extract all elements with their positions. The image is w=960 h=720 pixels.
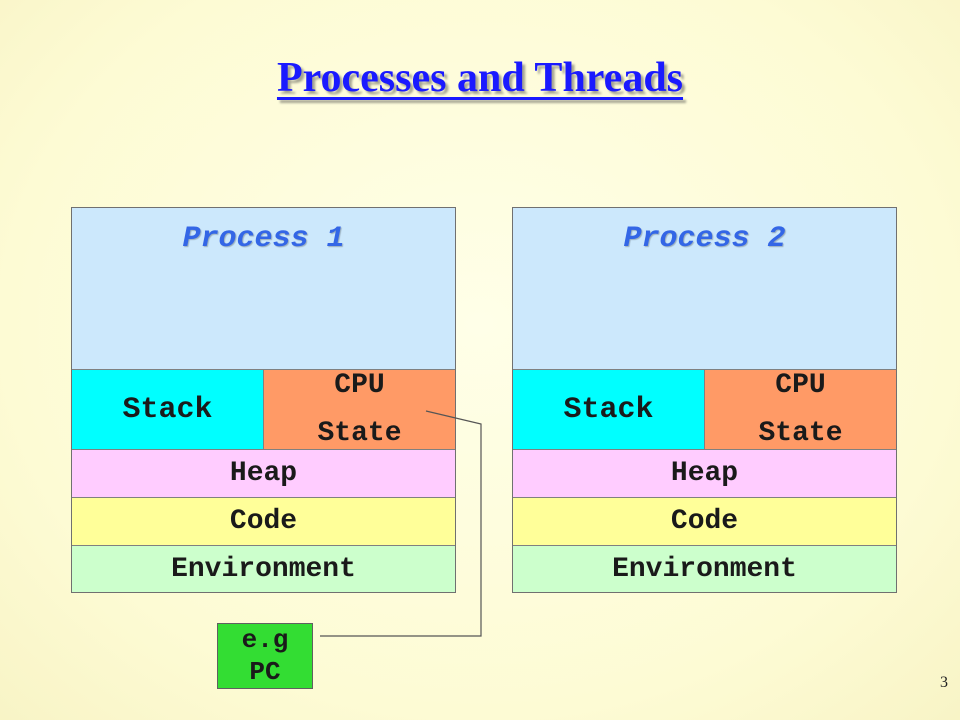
cpu-state-line2: State [758,417,843,449]
environment-segment: Environment [513,545,896,592]
process-2-box: Process 2 Stack CPU State Heap Code Envi… [512,207,897,593]
stack-segment: Stack [72,369,264,449]
stack-segment: Stack [513,369,705,449]
process-1-box: Process 1 Stack CPU State Heap Code Envi… [71,207,456,593]
cpu-state-segment: CPU State [264,369,455,449]
code-segment: Code [72,497,455,545]
page-number: 3 [940,674,948,691]
pc-callout-line1: e.g [241,625,289,655]
heap-segment: Heap [513,449,896,497]
heap-segment: Heap [72,449,455,497]
process-label: Process 1 [182,222,345,256]
slide-title: Processes and Threads [276,55,684,101]
process-label: Process 2 [623,222,786,256]
code-segment: Code [513,497,896,545]
pc-callout-line2: PC [249,657,281,687]
cpu-state-line1: CPU [775,369,826,401]
cpu-state-line1: CPU [334,369,385,401]
pc-callout-box: e.g PC [217,623,313,689]
cpu-state-segment: CPU State [705,369,896,449]
environment-segment: Environment [72,545,455,592]
